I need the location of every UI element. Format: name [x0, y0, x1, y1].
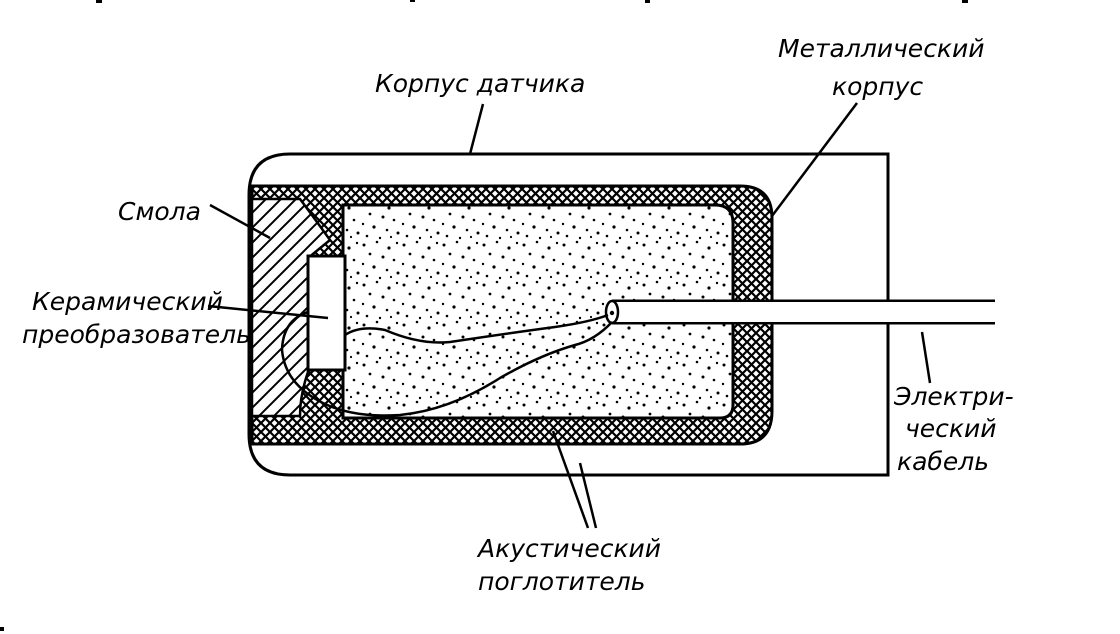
- leader-sensor-housing: [468, 103, 485, 155]
- label-ceramic-1: Керамический: [32, 287, 223, 316]
- acoustic-absorber-region: [341, 203, 735, 420]
- label-metal-housing-2: корпус: [832, 72, 923, 101]
- scan-specks: [0, 0, 968, 631]
- wire-lower: [280, 310, 613, 417]
- leader-ceramic: [207, 304, 329, 320]
- label-absorber-1: Акустический: [476, 534, 661, 563]
- leader-absorber-b: [578, 462, 598, 529]
- label-metal-housing-1: Металлический: [778, 34, 985, 63]
- label-cable-2: ческий: [905, 414, 997, 443]
- leader-resin: [209, 203, 271, 240]
- wire-upper: [344, 313, 609, 344]
- resin-fill: [250, 197, 332, 418]
- leader-lines: [207, 102, 932, 529]
- leader-absorber-a: [551, 430, 590, 529]
- label-cable-3: кабель: [897, 447, 989, 476]
- label-sensor-housing: Корпус датчика: [375, 69, 585, 98]
- label-resin: Смола: [118, 197, 201, 226]
- ceramic-transducer: [306, 254, 347, 372]
- leader-cable: [920, 331, 932, 384]
- label-cable-1: Электри-: [893, 382, 1014, 411]
- label-ceramic-2: преобразователь: [22, 320, 251, 349]
- label-absorber-2: поглотитель: [478, 567, 646, 596]
- leader-metal-housing: [771, 102, 858, 217]
- electrical-cable: [604, 299, 995, 325]
